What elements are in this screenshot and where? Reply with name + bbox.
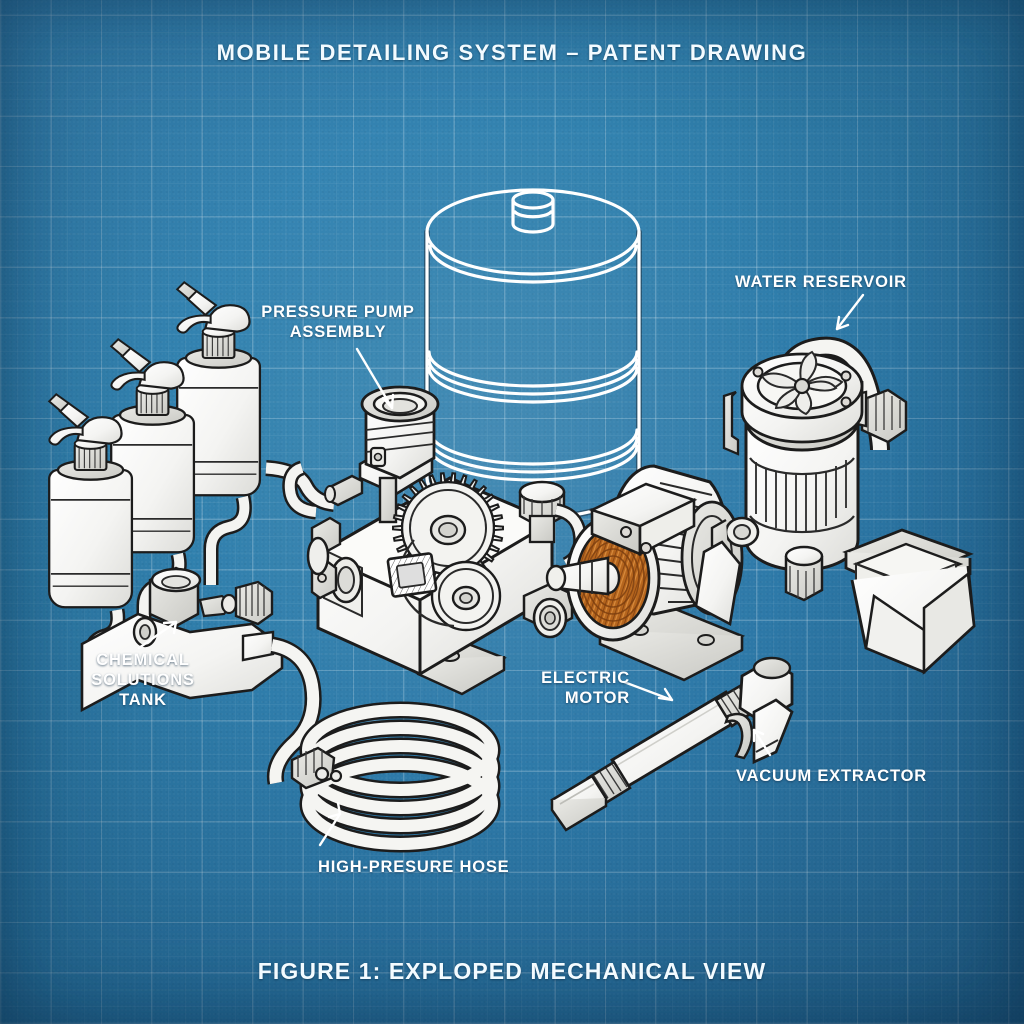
part-bucket	[842, 528, 976, 675]
part-pressure-pump-assembly	[282, 385, 588, 696]
label-high-pressure-hose: HIGH-PRESURE HOSE	[318, 858, 510, 876]
part-coiled-hose	[290, 701, 501, 853]
label-chemical-solutions-tank: CHEMICAL SOLUTIONS TANK	[91, 651, 195, 709]
label-electric-motor: ELECTRIC MOTOR	[541, 669, 630, 707]
hose-connector	[290, 746, 343, 790]
part-reservoir-pump	[694, 336, 908, 626]
part-spray-bottles	[48, 281, 262, 609]
page-title: MOBILE DETAILING SYSTEM – PATENT DRAWING	[216, 40, 808, 65]
pump-pin	[324, 474, 364, 507]
pump-gear-large	[392, 472, 504, 584]
part-electric-motor	[545, 464, 746, 682]
pump-piston	[358, 385, 440, 524]
label-water-reservoir: WATER RESERVOIR	[735, 273, 907, 291]
pump-outlet	[522, 582, 574, 639]
part-water-tank	[424, 188, 642, 521]
part-hose-run	[266, 636, 322, 785]
pump-gear-small	[430, 560, 502, 632]
part-chemical-manifold	[80, 566, 284, 713]
label-pressure-pump-assembly: PRESSURE PUMP ASSEMBLY	[261, 303, 415, 341]
figure-caption: FIGURE 1: EXPLOPED MECHANICAL VIEW	[257, 958, 767, 984]
part-vacuum-wand	[550, 656, 794, 832]
pump-knob	[518, 480, 566, 544]
callout-leaders	[137, 293, 865, 847]
label-vacuum-extractor: VACUUM EXTRACTOR	[736, 767, 927, 785]
